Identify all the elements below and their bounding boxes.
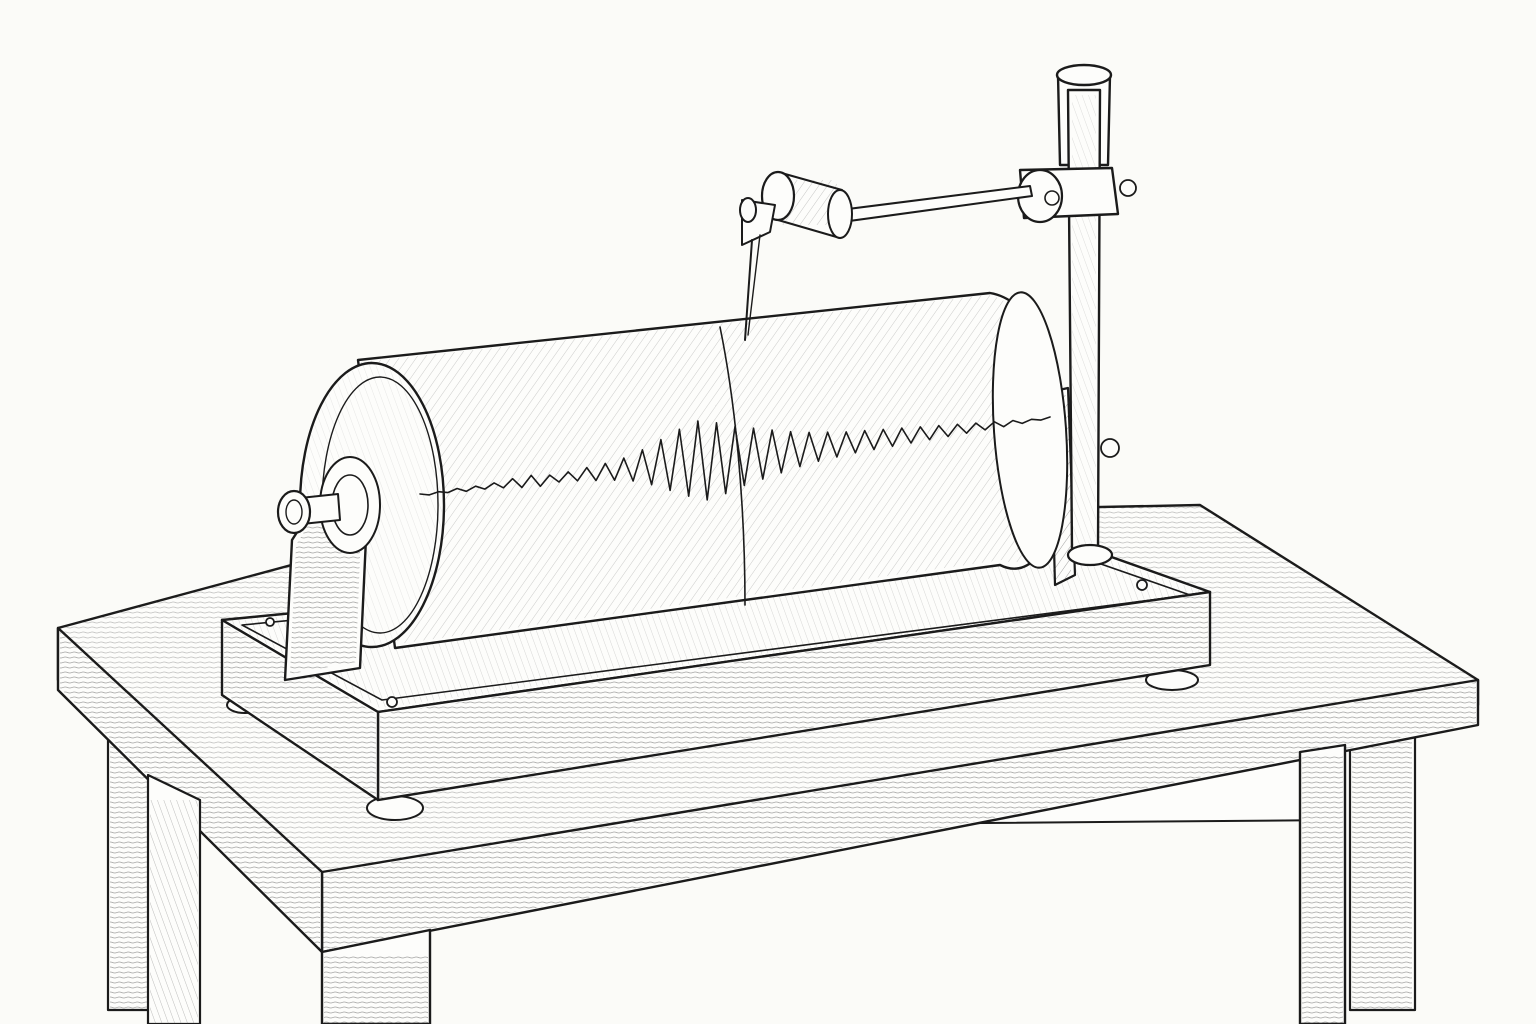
axle-knob <box>276 489 312 535</box>
stand-pole <box>1016 63 1137 567</box>
table-leg-back-right <box>1348 713 1417 1012</box>
table-leg-front-right <box>1298 743 1347 1024</box>
recording-drum <box>298 291 1069 650</box>
screw <box>265 617 275 627</box>
clamp-screw <box>1119 179 1137 197</box>
pole-cap <box>1055 63 1113 87</box>
base-board <box>220 536 1212 821</box>
left-bracket <box>276 456 381 682</box>
seismic-trace <box>419 416 1051 501</box>
stylus-needle <box>744 239 753 341</box>
screw <box>1136 579 1148 591</box>
screw <box>386 696 398 708</box>
table-leg-back-left <box>106 698 154 1012</box>
set-screw <box>1100 438 1120 458</box>
stylus-arm <box>739 170 1033 341</box>
table-leg-front-left <box>146 773 432 1024</box>
